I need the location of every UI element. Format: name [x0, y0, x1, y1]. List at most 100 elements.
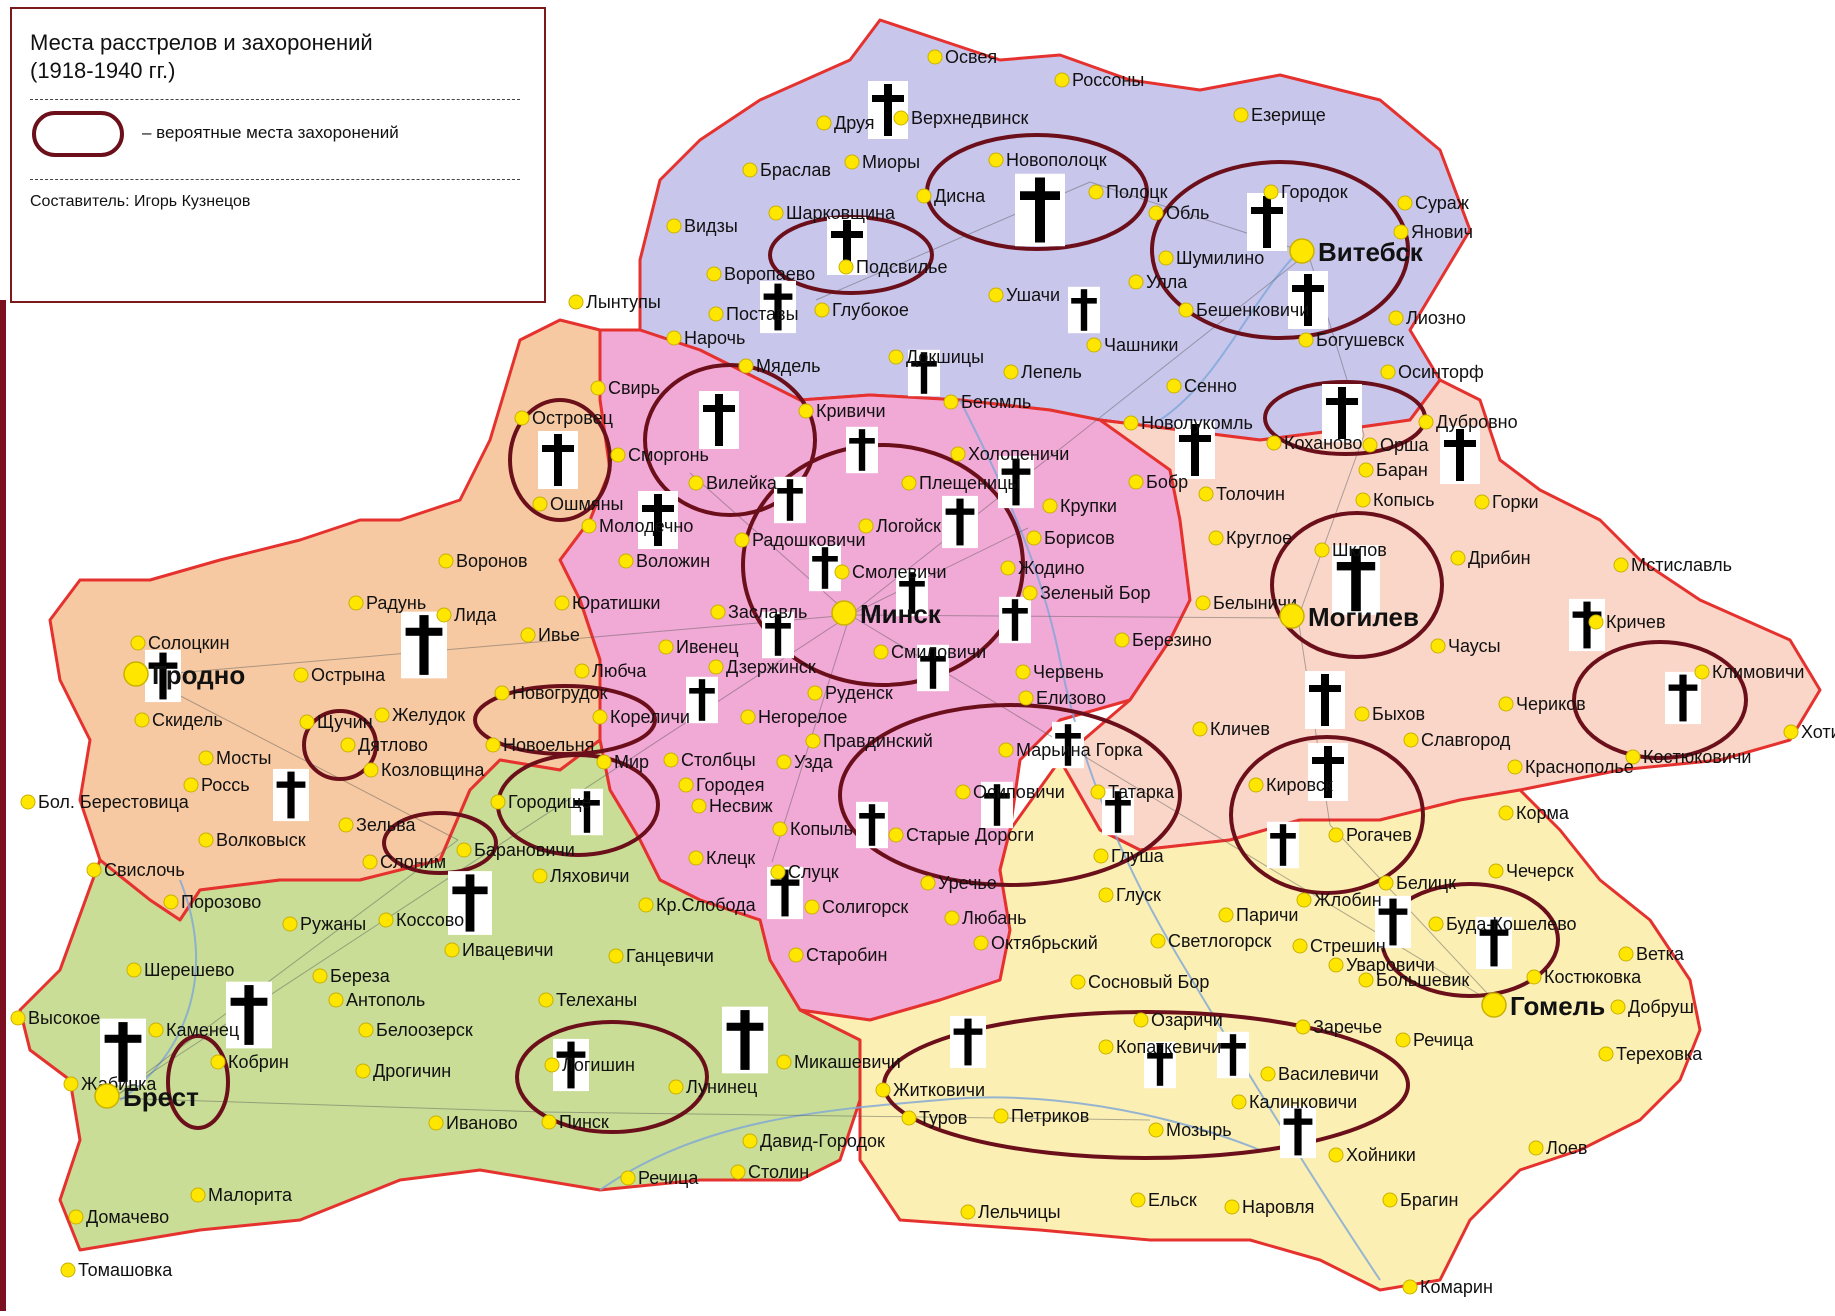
town-dot — [1148, 205, 1164, 221]
town-dot — [494, 685, 510, 701]
town-dot — [658, 639, 674, 655]
town-dot — [730, 1164, 746, 1180]
legend-author: Составитель: Игорь Кузнецов — [30, 193, 251, 210]
execution-cross-icon — [1308, 743, 1348, 801]
execution-cross-icon — [999, 596, 1031, 644]
cross-horizontal — [831, 231, 863, 238]
town-dot — [1158, 250, 1174, 266]
town-label: Солоцкин — [148, 633, 230, 653]
town-label: Ельск — [1148, 1190, 1197, 1210]
cross-horizontal — [574, 800, 600, 806]
town-label: Октябрьский — [991, 933, 1098, 953]
town-label: Глубокое — [832, 300, 909, 320]
town-dot — [1166, 378, 1182, 394]
town-label: Клецк — [706, 848, 755, 868]
town-label: Домачево — [86, 1207, 169, 1227]
town-label: Столин — [748, 1162, 809, 1182]
town-label: Столбцы — [681, 750, 756, 770]
town-dot — [1130, 1192, 1146, 1208]
left-edge-bar — [0, 300, 6, 1311]
cross-vertical — [159, 652, 167, 700]
town-label: Антополь — [346, 990, 425, 1010]
town-label: Уречье — [938, 873, 997, 893]
cross-vertical — [884, 84, 892, 136]
capital-dot — [123, 661, 149, 687]
execution-cross-icon — [1288, 271, 1328, 329]
town-label: Свислочь — [104, 860, 185, 880]
town-label: Брагин — [1400, 1190, 1458, 1210]
town-label: Добруш — [1628, 997, 1694, 1017]
town-dot — [1088, 184, 1104, 200]
town-dot — [1098, 1039, 1114, 1055]
capital-label: Могилев — [1308, 602, 1419, 632]
cross-vertical — [920, 352, 928, 394]
town-label: Мосты — [216, 748, 271, 768]
town-dot — [1507, 759, 1523, 775]
town-dot — [183, 777, 199, 793]
execution-cross-icon — [538, 431, 578, 489]
town-label: Петриков — [1011, 1106, 1089, 1126]
town-dot — [1003, 364, 1019, 380]
town-label: Корма — [1516, 803, 1570, 823]
town-label: Кр.Слобода — [656, 895, 757, 915]
cross-vertical — [1156, 1044, 1164, 1086]
town-label: Узда — [794, 752, 834, 772]
town-label: Кореличи — [610, 707, 690, 727]
town-label: Старобин — [806, 945, 887, 965]
town-dot — [772, 821, 788, 837]
town-dot — [740, 709, 756, 725]
execution-cross-icon — [638, 491, 678, 549]
cross-horizontal — [405, 627, 443, 636]
town-label: Негорелое — [758, 707, 847, 727]
town-label: Кировск — [1266, 775, 1333, 795]
town-label: Пинск — [559, 1112, 609, 1132]
town-dot — [1355, 492, 1371, 508]
execution-cross-icon — [571, 788, 603, 836]
town-dot — [988, 287, 1004, 303]
legend-ring-swatch — [32, 111, 124, 157]
cross-vertical — [821, 547, 829, 589]
town-label: Сураж — [1415, 193, 1469, 213]
town-label: Баран — [1376, 460, 1428, 480]
cross-vertical — [583, 791, 591, 833]
town-dot — [490, 794, 506, 810]
capital-label: Гомель — [1510, 991, 1605, 1021]
town-dot — [1260, 1066, 1276, 1082]
cross-horizontal — [911, 361, 937, 367]
town-dot — [1694, 664, 1710, 680]
town-dot — [668, 1079, 684, 1095]
town-dot — [1393, 224, 1409, 240]
town-label: Крупки — [1060, 496, 1117, 516]
town-dot — [993, 1108, 1009, 1124]
town-label: Ивье — [538, 625, 580, 645]
town-dot — [901, 1110, 917, 1126]
town-dot — [210, 1054, 226, 1070]
town-label: Лида — [454, 605, 497, 625]
town-dot — [1224, 1199, 1240, 1215]
cross-vertical — [1338, 387, 1346, 439]
town-dot — [436, 607, 452, 623]
town-dot — [608, 948, 624, 964]
town-dot — [666, 330, 682, 346]
town-dot — [1000, 560, 1016, 576]
town-label: Бобр — [1146, 472, 1188, 492]
town-label: Козловщина — [381, 760, 485, 780]
town-label: Житковичи — [893, 1080, 985, 1100]
execution-cross-icon — [1175, 421, 1215, 479]
cross-horizontal — [1071, 298, 1097, 304]
cross-vertical — [419, 615, 429, 675]
region-mogilev[interactable] — [1058, 378, 1822, 852]
execution-cross-icon — [1144, 1041, 1176, 1089]
town-dot — [1354, 706, 1370, 722]
town-dot — [1474, 494, 1490, 510]
town-dot — [1498, 696, 1514, 712]
town-label: Подсвилье — [856, 257, 948, 277]
cross-horizontal — [812, 556, 838, 562]
execution-cross-icon — [856, 801, 888, 849]
cross-horizontal — [1251, 207, 1283, 214]
town-dot — [1198, 486, 1214, 502]
town-dot — [355, 1063, 371, 1079]
